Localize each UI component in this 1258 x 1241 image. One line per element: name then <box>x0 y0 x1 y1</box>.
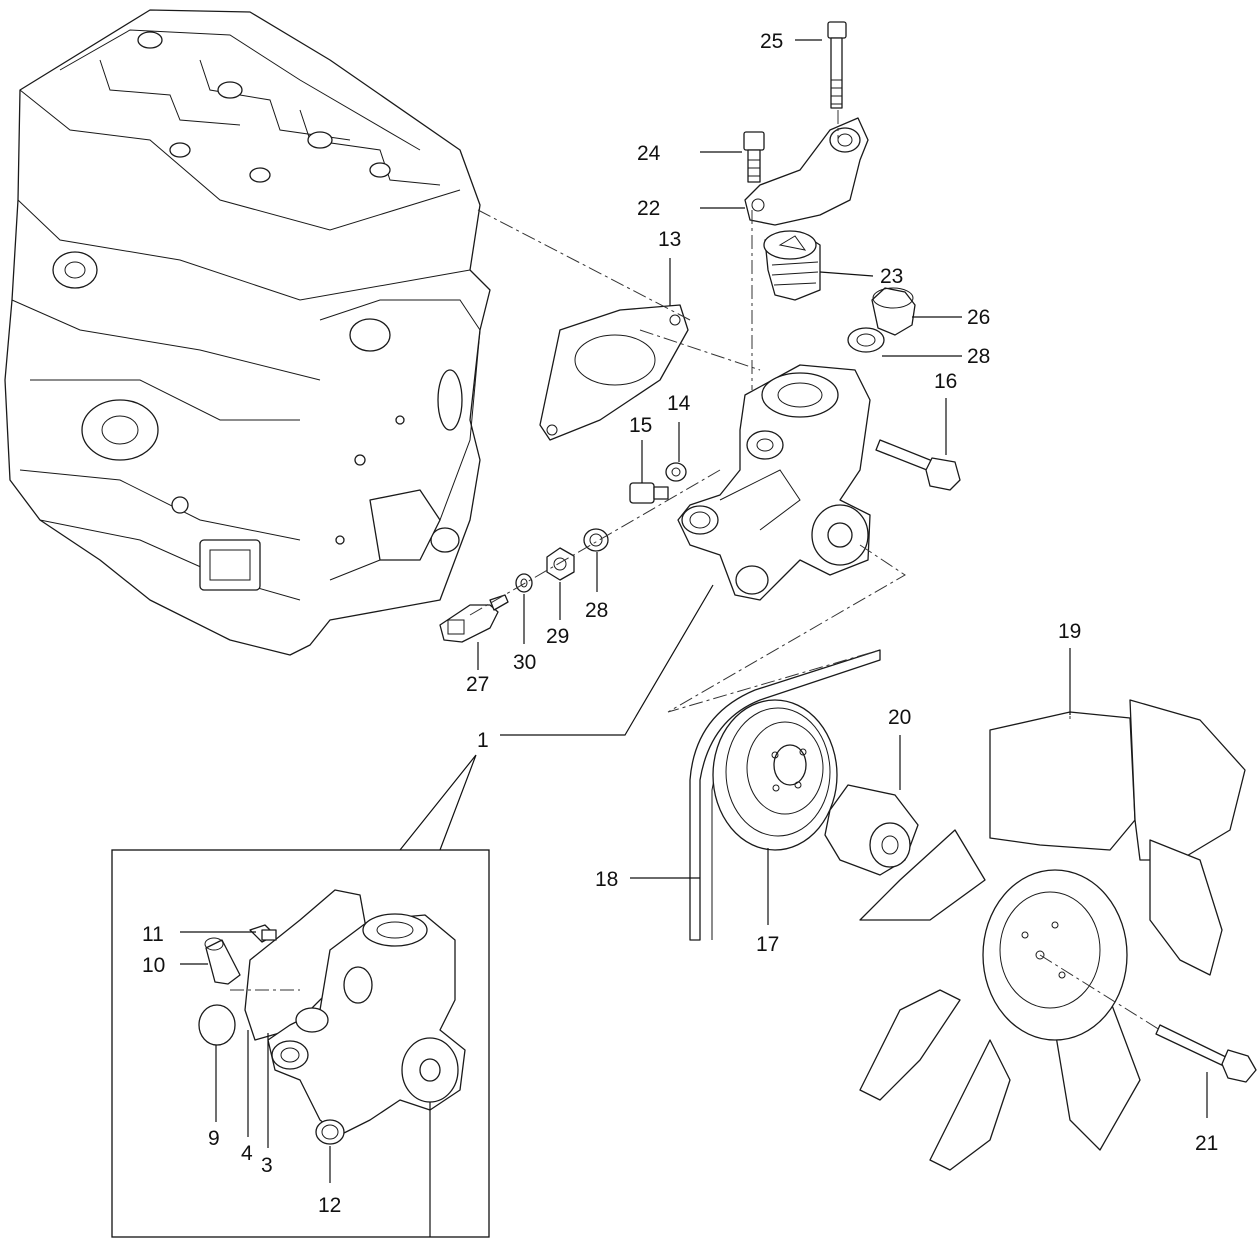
callout-12: 12 <box>318 1194 341 1217</box>
inset-pipe-10 <box>204 937 241 985</box>
callout-21: 21 <box>1195 1132 1218 1155</box>
thermostat-cover-22 <box>744 117 869 226</box>
inset-box <box>111 754 490 1238</box>
bolt-15 <box>629 482 669 504</box>
callout-3: 3 <box>261 1154 273 1177</box>
callout-23: 23 <box>880 265 903 288</box>
callout-30: 30 <box>513 651 536 674</box>
washer-28-lower <box>583 528 609 552</box>
callout-9: 9 <box>208 1127 220 1150</box>
callout-16: 16 <box>934 370 957 393</box>
callout-22: 22 <box>637 197 660 220</box>
callout-26: 26 <box>967 306 990 329</box>
callout-28-top: 28 <box>967 345 990 368</box>
callout-18: 18 <box>595 868 618 891</box>
callout-29: 29 <box>546 625 569 648</box>
plug-26 <box>871 287 916 336</box>
inset-pump-body-3 <box>267 913 466 1136</box>
callout-28-lower: 28 <box>585 599 608 622</box>
washer-28-top <box>847 327 885 353</box>
spacer-20 <box>824 784 919 876</box>
temperature-sensor-27 <box>439 594 509 643</box>
bolt-25 <box>827 21 847 109</box>
inset-bolt-11 <box>249 924 277 943</box>
callout-1: 1 <box>477 729 489 752</box>
engine-block <box>4 9 491 656</box>
callout-15: 15 <box>629 414 652 437</box>
bolt-21 <box>1155 1024 1257 1083</box>
thermostat-23 <box>763 230 821 301</box>
callout-10: 10 <box>142 954 165 977</box>
callout-25: 25 <box>760 30 783 53</box>
water-pump-assembly <box>677 364 871 601</box>
inset-seal-12 <box>315 1119 345 1145</box>
cooling-fan-19 <box>859 699 1246 1171</box>
callout-4: 4 <box>241 1142 253 1165</box>
bolt-16 <box>875 439 961 491</box>
callout-17: 17 <box>756 933 779 956</box>
callout-14: 14 <box>667 392 691 415</box>
callout-24: 24 <box>637 142 661 165</box>
center-lines <box>230 110 1161 1031</box>
inset-oring-9 <box>198 1004 236 1046</box>
fan-pulley-17 <box>712 699 838 851</box>
callout-27: 27 <box>466 673 489 696</box>
washer-30 <box>515 573 533 593</box>
callout-20: 20 <box>888 706 911 729</box>
callout-labels: 25 24 22 13 23 26 28 16 14 15 28 29 30 2… <box>142 30 1218 1217</box>
leader-lines <box>180 39 1208 1237</box>
adapter-29 <box>546 547 575 581</box>
washer-14 <box>665 462 687 482</box>
callout-19: 19 <box>1058 620 1081 643</box>
bolt-24 <box>743 131 765 183</box>
callout-11: 11 <box>142 923 164 946</box>
callout-13: 13 <box>658 228 681 251</box>
gasket-13 <box>539 304 689 441</box>
